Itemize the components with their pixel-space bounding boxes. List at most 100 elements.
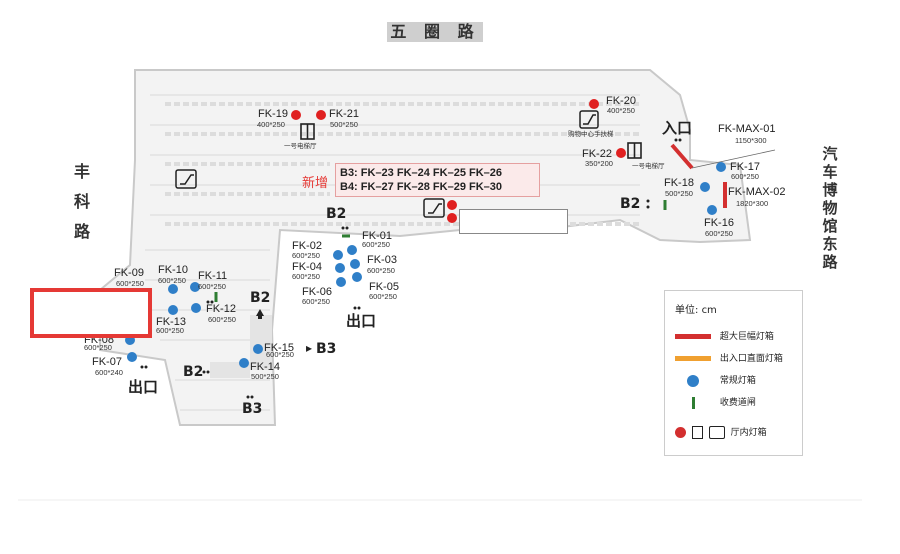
bw-fixtures-box (459, 209, 568, 234)
lightbox-fk-04 (335, 263, 345, 273)
hall-box-bw-27 (447, 213, 457, 223)
escalator-icon (579, 110, 599, 129)
elevator-hall-label: 一号电梯厅 (632, 163, 665, 170)
fixture-id: FK-22 (582, 148, 612, 160)
fixture-id: FK-05 (369, 281, 399, 293)
lightbox-fk-12 (191, 303, 201, 313)
fixture-size: 400*250 (257, 120, 285, 129)
road-char: 馆 (822, 217, 838, 235)
legend-unit: cm (701, 305, 717, 316)
toll-gate-swatch (692, 396, 695, 409)
fixture-size: 1820*300 (736, 199, 769, 208)
fixture-id: FK-03 (367, 254, 397, 266)
fixture-id: FK-09 (114, 267, 144, 279)
fixture-id: FK-MAX-02 (728, 186, 786, 198)
hall-box-fk-19 (291, 110, 301, 120)
fixture-id: FK-02 (292, 240, 322, 252)
fixture-id: FK-17 (730, 161, 760, 173)
fixture-id: FK-15 (264, 342, 294, 354)
hall-box-bw-12 (447, 200, 457, 210)
lightbox-fk-13 (168, 305, 178, 315)
fixture-size: 600*250 (156, 326, 184, 335)
lightbox-fk-17 (716, 162, 726, 172)
fixture-id: FK-21 (329, 108, 359, 120)
max-lightbox-swatch (675, 334, 711, 339)
legend-item-label: 厅内灯箱 (730, 428, 767, 438)
fixture-id: FK-01 (362, 230, 392, 242)
fixture-id: FK-18 (664, 177, 694, 189)
mall-escalator-label: 购物中心手扶梯 (568, 131, 614, 138)
fixture-id: FK-19 (258, 108, 288, 120)
b3-marker: B3 (316, 341, 337, 357)
lightbox-fk-01 (347, 245, 357, 255)
entrance-marker: 入口 (662, 119, 693, 137)
lightbox-fk-10 (168, 284, 178, 294)
road-char: 路 (73, 222, 90, 241)
entrance-lightbox-swatch (675, 356, 711, 361)
fixture-size: 1150*300 (735, 136, 767, 145)
b2-marker: B2 (250, 290, 271, 306)
elevator-icon (691, 426, 703, 439)
fixture-size: 600*250 (362, 240, 390, 249)
b2-marker: B2 (326, 206, 347, 222)
new-fixtures-box: B3: FK–23 FK–24 FK–25 FK–26 B4: FK–27 FK… (335, 163, 540, 197)
fixture-size: 500*250 (665, 189, 693, 198)
fixture-id: FK-MAX-01 (718, 123, 776, 135)
arrow-right-icon: ▸ (306, 341, 313, 355)
fixture-size: 600*240 (95, 368, 123, 377)
fixture-size: 400*250 (607, 106, 635, 115)
fixture-id: FK-16 (704, 217, 734, 229)
road-char: 丰 (73, 162, 90, 181)
fixture-size: 600*250 (367, 266, 395, 275)
hall-box-fk-20 (589, 99, 599, 109)
lightbox-fk-07 (127, 352, 137, 362)
fixture-size: 600*250 (84, 343, 112, 352)
road-west-label: 丰科路 (72, 157, 92, 247)
elevator-hall-label: 一号电梯厅 (284, 143, 317, 150)
max-lightbox-01 (670, 143, 694, 170)
lightbox-fk-03 (350, 259, 360, 269)
lightbox-fk-15 (253, 344, 263, 354)
fixture-size: 600*250 (266, 350, 294, 359)
new-row-b4: B4: FK–27 FK–28 FK–29 FK–30 (340, 181, 503, 193)
legend: 单位: cm 超大巨幅灯箱 出入口直面灯箱 常规灯箱 收费道闸 厅内灯箱 (664, 290, 803, 456)
fixture-id: FK-12 (206, 303, 236, 315)
fixture-size: 500*250 (251, 372, 279, 381)
road-char: 路 (822, 253, 838, 271)
arrow-up-icon (256, 309, 264, 316)
road-north-label: 五 圈 路 (387, 22, 483, 42)
fk-max-03-highlight (30, 288, 152, 338)
lightbox-fk-11 (190, 282, 200, 292)
hall-box-fk-22 (616, 148, 626, 158)
lightbox-fk-16 (707, 205, 717, 215)
road-char: 博 (822, 181, 838, 199)
legend-item-label: 超大巨幅灯箱 (719, 332, 774, 342)
regular-lightbox-swatch (687, 374, 699, 387)
fixture-id: FK-07 (92, 356, 122, 368)
road-char: 汽 (822, 145, 838, 163)
legend-item-label: 常规灯箱 (719, 376, 756, 386)
escalator-icon (175, 169, 197, 189)
road-char: 东 (822, 235, 838, 253)
fixture-id: FK-10 (158, 264, 188, 276)
lightbox-fk-05 (352, 272, 362, 282)
lightbox-fk-06 (336, 277, 346, 287)
road-char: 车 (822, 163, 838, 181)
fixture-size: 600*250 (302, 297, 330, 306)
fixture-size: 600*250 (705, 229, 733, 238)
ramp (250, 315, 272, 370)
legend-item-label: 出入口直面灯箱 (719, 354, 783, 364)
fixture-size: 600*250 (369, 292, 397, 301)
new-tag: 新增 (302, 176, 329, 191)
hall-lightbox-swatch (675, 427, 686, 438)
road-char: 物 (822, 199, 838, 217)
fixture-size: 600*250 (292, 272, 320, 281)
fixture-size: 600*250 (116, 279, 144, 288)
fixture-size: 600*250 (158, 276, 186, 285)
fixture-id: FK-04 (292, 261, 322, 273)
b2-marker: B2 (620, 196, 641, 212)
fixture-id: FK-08 (84, 334, 114, 346)
escalator-icon (708, 426, 725, 439)
fixture-id: FK-11 (198, 270, 228, 282)
fixture-size: 600*250 (208, 315, 236, 324)
